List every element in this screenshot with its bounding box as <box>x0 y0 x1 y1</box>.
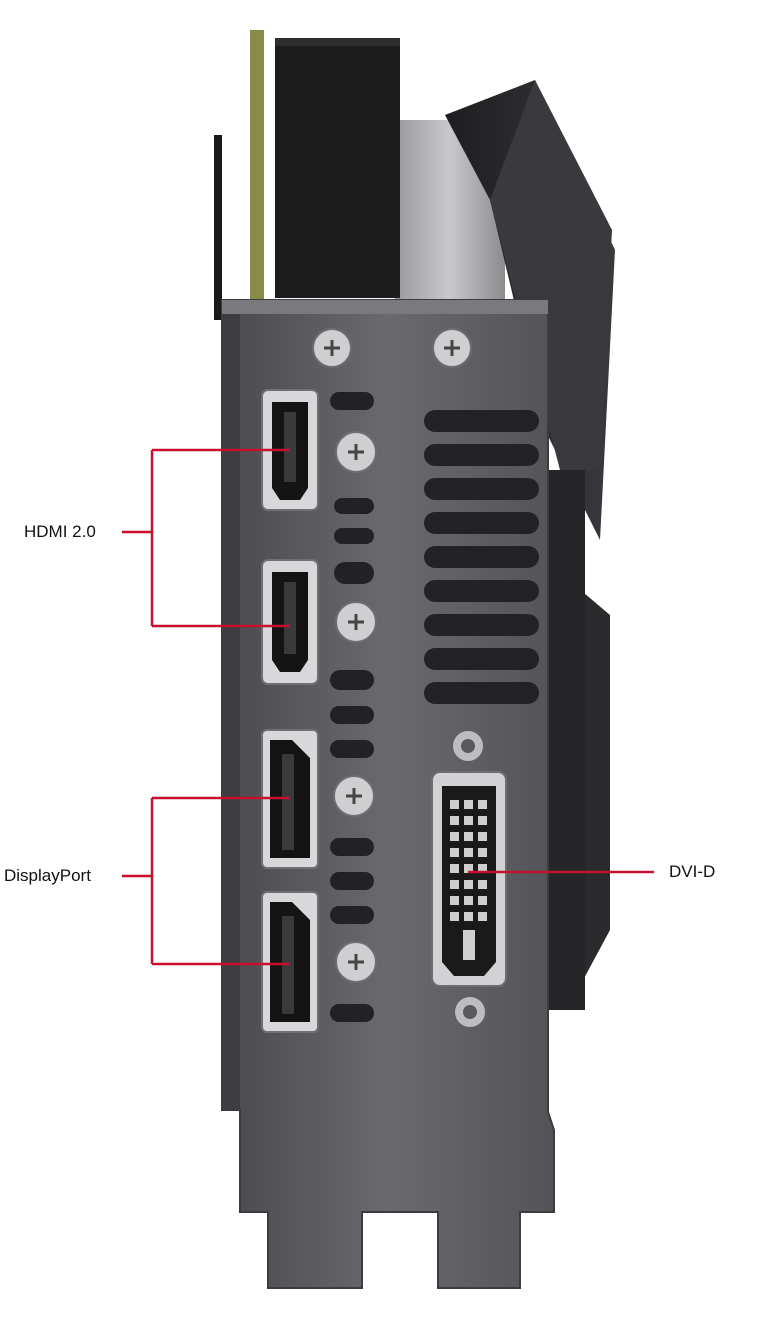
mount-screws <box>312 328 472 368</box>
screw-icon <box>335 431 377 473</box>
dvi-blade <box>463 930 475 960</box>
bracket-left-flange <box>222 300 240 1110</box>
cooler-top-block-edge <box>275 38 400 46</box>
screw-icon <box>312 328 352 368</box>
bracket-top-lip <box>222 300 548 314</box>
standoff-icon <box>451 729 485 763</box>
column-slots <box>330 392 374 1022</box>
screw-icon <box>333 775 375 817</box>
shroud-upper-face <box>490 80 612 470</box>
vent-slots <box>424 410 539 704</box>
screw-icon <box>335 941 377 983</box>
displayport-bracket-line <box>122 796 290 966</box>
pcb-edge-shadow <box>214 135 222 320</box>
dvi-d-label: DVI-D <box>669 862 716 881</box>
dvi-d-port <box>431 729 507 1029</box>
hdmi-label: HDMI 2.0 <box>24 522 96 541</box>
screw-icon <box>432 328 472 368</box>
displayport-label: DisplayPort <box>4 866 91 885</box>
cooler-top-block <box>275 38 400 298</box>
pcb-edge <box>250 30 264 320</box>
port-screws <box>333 431 377 983</box>
standoff-icon <box>453 995 487 1029</box>
hdmi-bracket-line <box>122 448 290 628</box>
dvi-pin-grid <box>450 800 487 921</box>
shroud-side-strip <box>545 470 585 1010</box>
hdmi-port-2 <box>261 559 319 685</box>
screw-icon <box>335 601 377 643</box>
displayport-port-2 <box>261 891 319 1033</box>
hdmi-port-1 <box>261 389 319 511</box>
callouts <box>122 448 654 966</box>
